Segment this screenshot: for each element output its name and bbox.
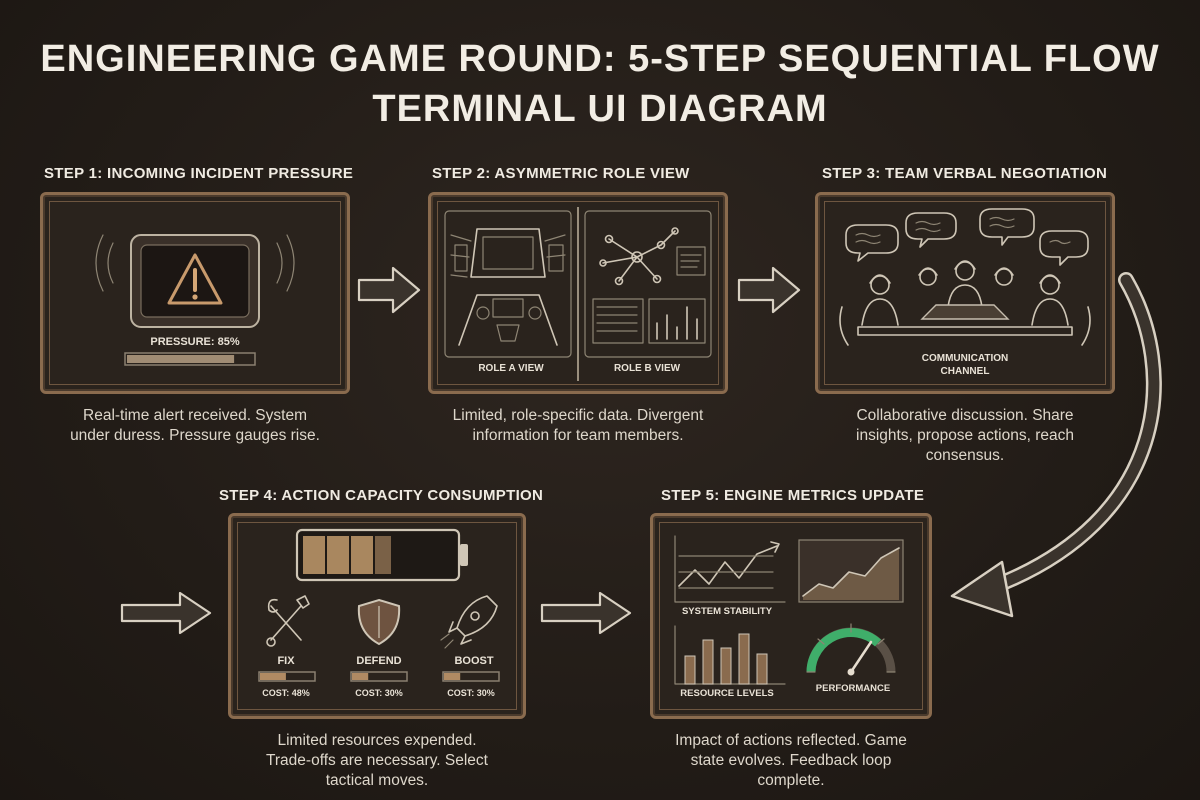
step-5-illustration: SYSTEM STABILITY RESOURCE LEVELS PERFORM…: [674, 535, 904, 699]
role-a-console: [444, 210, 572, 358]
trend-area-chart: [798, 539, 904, 603]
step-3-illustration: COMMUNICATION CHANNEL: [839, 208, 1091, 377]
role-b-label: ROLE B VIEW: [614, 363, 681, 374]
step-2-label: STEP 2: ASYMMETRIC ROLE VIEW: [432, 165, 690, 182]
role-b-data: [584, 210, 712, 358]
arrow-icon-4: [540, 591, 632, 635]
step-5-description: Impact of actions reflected. Game state …: [675, 732, 907, 789]
action-boost-cost: COST: 30%: [447, 688, 495, 698]
step-1-illustration: PRESSURE: 85%: [95, 234, 295, 366]
resource-levels-label: RESOURCE LEVELS: [680, 688, 773, 699]
action-defend-label: DEFEND: [356, 655, 401, 667]
step-2-description: Limited, role-specific data. Divergent i…: [452, 407, 704, 444]
step-5-panel: SYSTEM STABILITY RESOURCE LEVELS PERFORM…: [650, 513, 932, 719]
arrow-icon-3: [120, 591, 212, 635]
shield-icon: [357, 598, 401, 646]
channel-label-line-1: COMMUNICATION: [922, 353, 1008, 364]
channel-label-line-2: CHANNEL: [941, 366, 990, 377]
step-2-panel: ROLE A VIEW ROLE B VIEW: [428, 192, 728, 394]
performance-label: PERFORMANCE: [816, 683, 890, 694]
cost-bar-defend: [352, 673, 369, 680]
step-2-illustration: ROLE A VIEW ROLE B VIEW: [444, 207, 712, 381]
system-stability-label: SYSTEM STABILITY: [682, 606, 773, 617]
step-3-description: Collaborative discussion. Share insights…: [856, 407, 1074, 464]
headset-icon: [861, 260, 1069, 326]
stability-chart: [674, 535, 786, 603]
pressure-label: PRESSURE: 85%: [150, 336, 239, 348]
step-1-description: Real-time alert received. System under d…: [70, 407, 320, 444]
step-5-label: STEP 5: ENGINE METRICS UPDATE: [661, 487, 925, 504]
curved-arrow-icon: [950, 272, 1162, 618]
action-boost-label: BOOST: [454, 655, 493, 667]
battery-icon: [295, 528, 468, 582]
pressure-gauge: [124, 352, 256, 366]
step-1-panel: PRESSURE: 85%: [40, 192, 350, 394]
page-title-line-1: ENGINEERING GAME ROUND: 5-STEP SEQUENTIA…: [40, 38, 1160, 80]
step-4-panel: FIX DEFEND BOOST COST: 48% COST: 30% COS…: [228, 513, 526, 719]
rocket-icon: [440, 595, 498, 649]
cost-bar-fix: [260, 673, 286, 680]
warning-icon: [167, 253, 223, 305]
page-title-line-2: TERMINAL UI DIAGRAM: [372, 88, 828, 130]
wrench-icon: [266, 595, 310, 647]
step-1-label: STEP 1: INCOMING INCIDENT PRESSURE: [44, 165, 354, 182]
step-4-description: Limited resources expended. Trade-offs a…: [266, 732, 488, 789]
action-fix-cost: COST: 48%: [262, 688, 310, 698]
speech-bubble-icon: [845, 208, 1089, 266]
step-4-label: STEP 4: ACTION CAPACITY CONSUMPTION: [219, 487, 544, 504]
arrow-icon-2: [737, 266, 801, 314]
step-3-label: STEP 3: TEAM VERBAL NEGOTIATION: [822, 165, 1108, 182]
step-4-illustration: FIX DEFEND BOOST COST: 48% COST: 30% COS…: [258, 528, 500, 698]
performance-gauge: [806, 623, 896, 676]
role-a-label: ROLE A VIEW: [478, 363, 544, 374]
step-3-panel: COMMUNICATION CHANNEL: [815, 192, 1115, 394]
action-fix-label: FIX: [277, 655, 295, 667]
arrow-icon-1: [357, 266, 421, 314]
cost-bar-boost: [444, 673, 461, 680]
resource-levels-chart: [674, 625, 786, 685]
action-defend-cost: COST: 30%: [355, 688, 403, 698]
